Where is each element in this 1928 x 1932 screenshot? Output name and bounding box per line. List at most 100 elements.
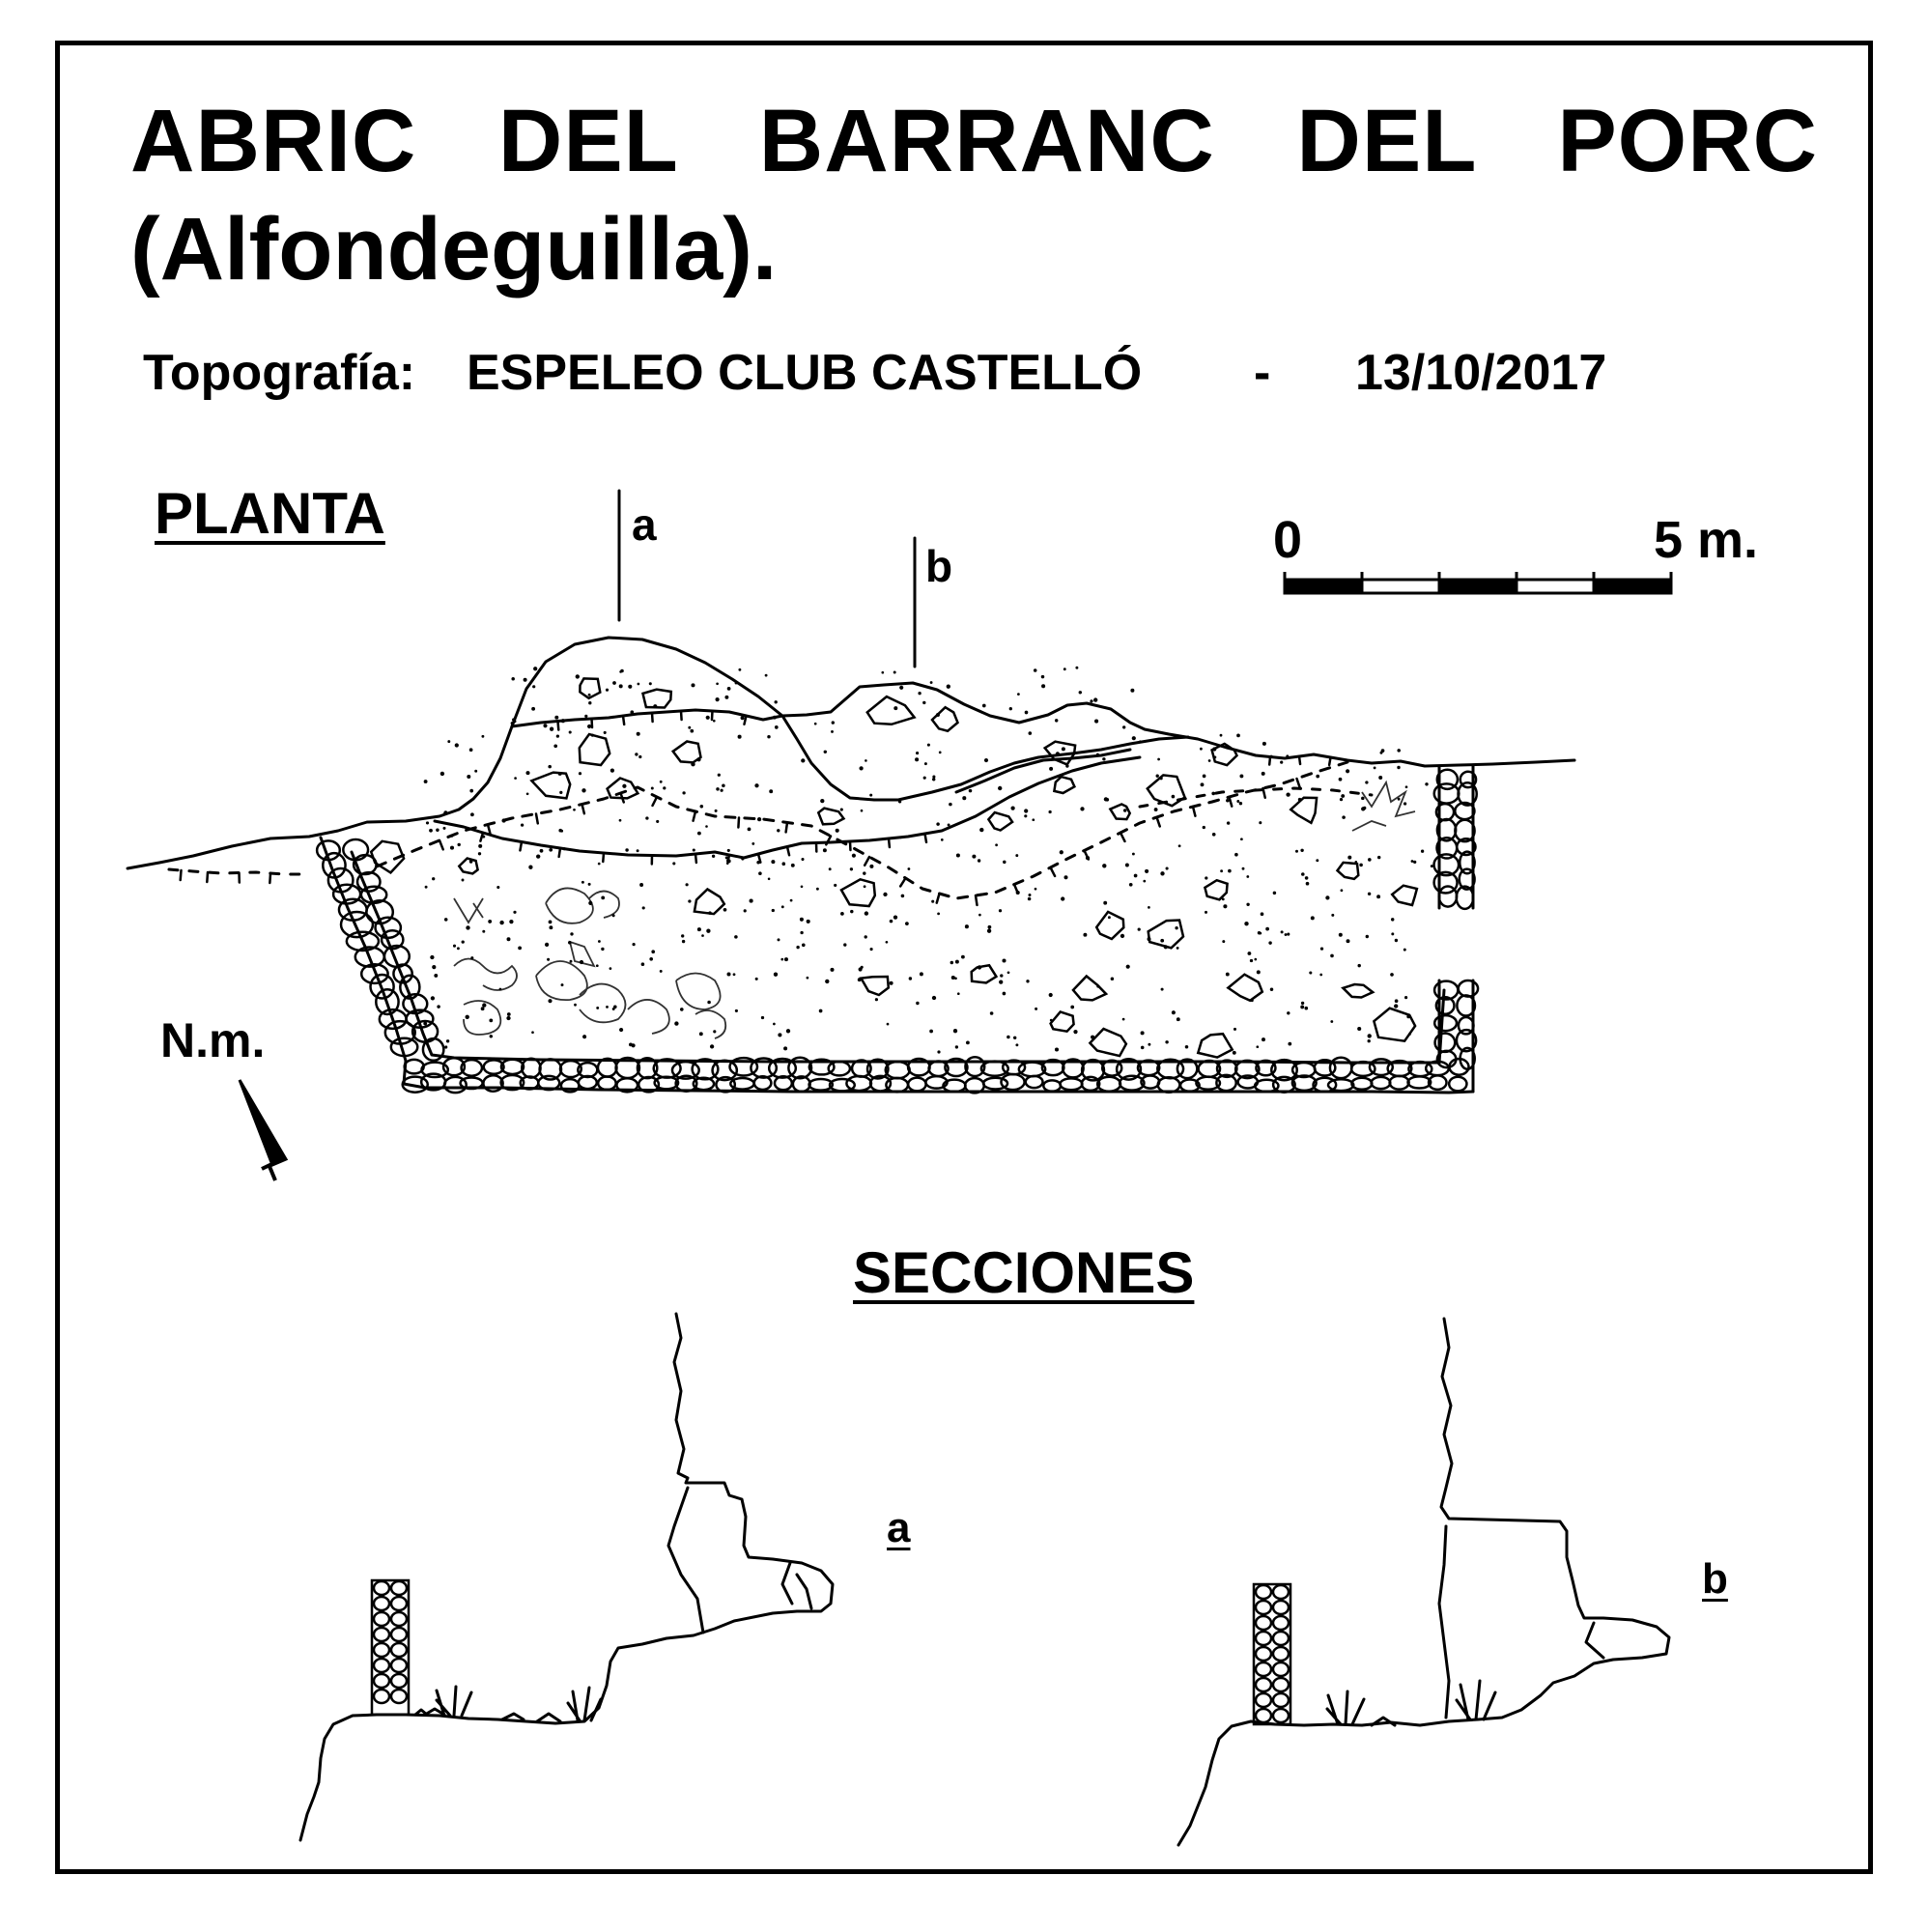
sediment-dot [713, 1030, 717, 1034]
sediment-dot [1338, 777, 1343, 781]
sediment-dot [1301, 872, 1305, 876]
sediment-dot [962, 796, 967, 801]
sediment-dot [619, 1028, 624, 1033]
sediment-dot [454, 743, 459, 748]
sediment-dot [1397, 765, 1401, 770]
sediment-dot [518, 946, 522, 951]
sediment-dot [1232, 1050, 1236, 1055]
sediment-dot [754, 783, 759, 788]
sediment-dot [1226, 798, 1230, 803]
pillar-stone [372, 1641, 391, 1659]
sediment-dot [726, 687, 731, 691]
sediment-dot [1177, 844, 1181, 848]
sediment-dot [489, 1018, 494, 1023]
sediment-dot [575, 674, 580, 679]
sediment-dot [869, 864, 874, 868]
sediment-dot [864, 935, 867, 939]
sediment-dot [1165, 867, 1169, 870]
ledge-tick [1228, 795, 1233, 808]
sediment-dot [1260, 912, 1264, 917]
sediment-dot [569, 959, 573, 963]
sediment-dot [931, 899, 935, 903]
sediment-dot [936, 822, 940, 826]
sediment-dot [481, 734, 485, 738]
sediment-dot [1007, 1035, 1010, 1039]
sediment-dot [1430, 865, 1433, 868]
sediment-dot [937, 1050, 941, 1054]
sediment-dot [696, 757, 701, 762]
wall-stone [692, 1076, 716, 1092]
floor-rock [457, 857, 479, 875]
sediment-dot [696, 927, 701, 932]
wall-stone [1456, 994, 1477, 1017]
section-a-grass-1 [435, 1685, 473, 1718]
wall-stone [1388, 1074, 1410, 1091]
wall-stone [322, 851, 347, 879]
sediment-dot [940, 838, 944, 841]
section-mark-b-label: b [925, 541, 953, 591]
ledge-tick [825, 835, 833, 846]
sediment-dot [981, 703, 986, 708]
sediment-dot [1065, 764, 1069, 768]
dashed-line-1 [375, 760, 1349, 900]
sediment-dot [1376, 895, 1381, 899]
sediment-dot [1211, 832, 1216, 837]
sediment-dot [1256, 970, 1261, 975]
sediment-dot [1236, 733, 1240, 738]
sediment-dot [977, 859, 981, 863]
pillar-outline [1252, 1582, 1292, 1726]
sediment-dot [429, 828, 433, 833]
pillar-stone [1254, 1661, 1273, 1678]
sediment-dot [756, 860, 760, 865]
wall-stone [405, 1009, 435, 1029]
sediment-dot [1286, 792, 1290, 797]
wall-stone [460, 1058, 484, 1077]
wall-stone [1457, 781, 1478, 807]
sediment-dot [937, 912, 940, 916]
wall-stone [674, 1074, 698, 1093]
sediment-dot [1093, 697, 1098, 702]
sediment-dot [510, 722, 514, 725]
section-a-grass-2 [566, 1686, 603, 1722]
sediment-dot [1287, 1011, 1290, 1015]
sediment-dot [1054, 719, 1059, 723]
sediment-dot [800, 885, 804, 889]
sediment-dot [769, 789, 774, 794]
sediment-dot [513, 910, 517, 914]
wall-stone [637, 1075, 661, 1094]
sediment-dot [947, 823, 950, 827]
pillar-stone [1271, 1707, 1290, 1724]
wall-stone [845, 1074, 873, 1093]
sediment-dot [1063, 668, 1066, 671]
sediment-dot [532, 685, 536, 689]
sediment-dot [907, 867, 911, 870]
sediment-dot [790, 863, 795, 867]
ledge-tick [650, 711, 654, 724]
sediment-dot [874, 998, 878, 1002]
sediment-dot [590, 733, 595, 737]
sediment-dot [628, 684, 633, 689]
section-b-crack-1 [1437, 1524, 1451, 1719]
pillar-stone [372, 1657, 391, 1674]
sediment-dot [560, 983, 564, 987]
dripline-contour [126, 636, 1576, 870]
ledge-tick [206, 870, 210, 884]
ledge-tick [486, 823, 492, 836]
sediment-dot [1280, 930, 1284, 934]
sediment-dot [751, 841, 755, 845]
sediment-dot [672, 862, 676, 866]
sediment-dot [699, 805, 704, 809]
wall-stone [482, 1059, 505, 1075]
sediment-scribbles [453, 780, 1416, 1039]
sediment-dot [1133, 873, 1138, 878]
pillar-stone [1271, 1583, 1290, 1601]
sediment-dot [738, 668, 742, 671]
sediment-dot [430, 954, 435, 960]
pillar-stone [1254, 1691, 1273, 1709]
sediment-dot [998, 785, 1003, 791]
sediment-dot [1120, 933, 1125, 939]
sediment-dot [777, 829, 780, 833]
pillar-stone [389, 1672, 409, 1690]
sediment-dot [783, 957, 789, 962]
sediment-dot [618, 818, 622, 822]
